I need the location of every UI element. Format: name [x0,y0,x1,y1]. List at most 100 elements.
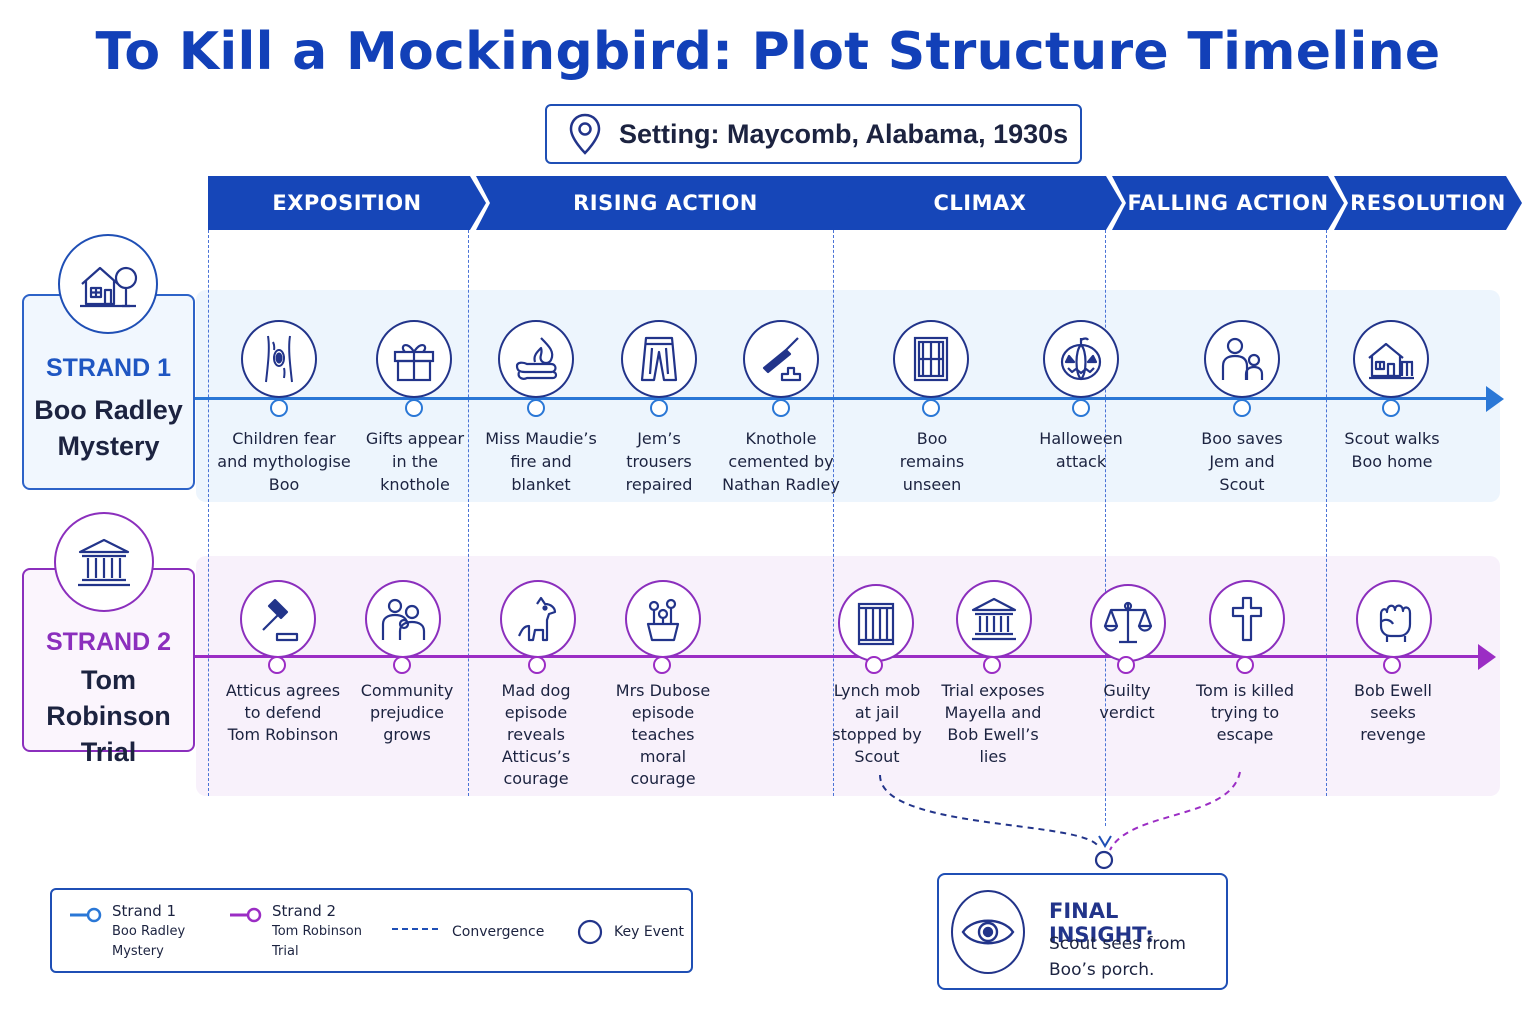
final-insight-text: Scout sees from Boo’s porch. [1049,934,1186,980]
fist-icon [1356,580,1432,658]
legend: Strand 1 Boo Radley Mystery Strand 2 Tom… [50,888,693,973]
page-title: To Kill a Mockingbird: Plot Structure Ti… [95,22,1441,82]
key-event-node [528,656,546,674]
key-event-node [405,399,423,417]
trowel-icon [743,320,819,398]
tree-knothole-icon [241,320,317,398]
phase-label: RISING ACTION [573,191,758,215]
key-event-node [270,399,288,417]
event-label: Tom is killed trying to escape [1196,681,1294,744]
event-label: Lynch mob at jail stopped by Scout [832,681,922,766]
phase-divider [1105,230,1106,826]
phase-exposition: EXPOSITION [208,176,486,230]
event-label: Trial exposes Mayella and Bob Ewell’s li… [941,681,1045,766]
pumpkin-icon [1043,320,1119,398]
strand-number: STRAND 1 [45,354,171,382]
strand-2-axis [195,655,1485,658]
phase-divider [1326,230,1327,796]
key-event-node [393,656,411,674]
gavel-icon [240,580,316,658]
dog-icon [500,580,576,658]
event-label: Boo remains unseen [899,429,965,494]
courthouse-icon [54,512,154,612]
event-label: Atticus agrees to defend Tom Robinson [225,681,341,744]
strand-name: Tom Robinson Trial [46,665,171,767]
phase-label: EXPOSITION [272,191,422,215]
convergence-legend-icon [392,928,442,930]
adult-child-icon [1204,320,1280,398]
legend-convergence: Convergence [452,924,545,940]
event-label: Jem’s trousers repaired [625,429,693,494]
strand-1-arrowhead [1486,386,1504,412]
event-label: Boo saves Jem and Scout [1201,429,1283,494]
strand-1-legend-line-icon [70,907,102,923]
legend-strand-2-title: Strand 2 [272,902,337,920]
strand-name: Boo Radley Mystery [34,395,183,461]
cross-icon [1209,580,1285,658]
trousers-icon [621,320,697,398]
legend-strand-1-sub: Boo Radley Mystery [112,924,186,959]
key-event-node [772,399,790,417]
event-label: Knothole cemented by Nathan Radley [722,429,840,494]
convergence-arrowhead [1098,835,1112,848]
scales-icon [1090,584,1166,662]
convergence-node [1094,850,1114,870]
event-label: Mrs Dubose episode teaches moral courage [615,681,711,788]
phase-rising-action: RISING ACTION [476,176,855,230]
phase-label: CLIMAX [933,191,1027,215]
jail-icon [838,584,914,662]
event-label: Gifts appear in the knothole [365,429,465,494]
key-event-node [1382,399,1400,417]
setting-box: Setting: Maycomb, Alabama, 1930s [545,104,1082,164]
strand-number: STRAND 2 [45,628,171,656]
event-label: Halloween attack [1039,429,1123,471]
legend-strand-1-title: Strand 1 [112,902,177,920]
house-porch-icon [1353,320,1429,398]
key-event-node [1233,399,1251,417]
phase-resolution: RESOLUTION [1334,176,1522,230]
event-label: Mad dog episode reveals Atticus’s courag… [501,681,571,788]
key-event-node [527,399,545,417]
flower-pot-icon [625,580,701,658]
map-pin-icon [569,113,601,155]
key-event-node [1117,656,1135,674]
strand-1-axis [195,397,1495,400]
phase-divider [468,230,469,796]
legend-key-event: Key Event [614,924,684,940]
key-event-node [1383,656,1401,674]
group-icon [365,580,441,658]
key-event-node [268,656,286,674]
event-label: Guilty verdict [1099,681,1155,722]
key-event-node [653,656,671,674]
phase-divider [833,230,834,796]
courthouse-icon [956,580,1032,658]
key-event-node [650,399,668,417]
final-insight-box: FINAL INSIGHT: Scout sees from Boo’s por… [937,873,1228,990]
phase-divider [208,230,209,796]
key-event-node [983,656,1001,674]
key-event-node [1236,656,1254,674]
phase-climax: CLIMAX [838,176,1122,230]
event-label: Community prejudice grows [360,681,454,744]
gift-icon [376,320,452,398]
key-event-node [922,399,940,417]
window-icon [893,320,969,398]
final-insight-title: FINAL INSIGHT: [1049,899,1154,947]
key-event-legend-icon [577,919,603,945]
house-tree-icon [58,234,158,334]
eye-icon [951,890,1025,974]
event-label: Scout walks Boo home [1344,429,1440,471]
phase-label: FALLING ACTION [1127,191,1329,215]
event-label: Miss Maudie’s fire and blanket [485,429,597,494]
event-label: Children fear and mythologise Boo [217,429,351,494]
key-event-node [865,656,883,674]
strand-2-legend-line-icon [230,907,262,923]
key-event-node [1072,399,1090,417]
phase-label: RESOLUTION [1350,191,1506,215]
fire-blanket-icon [498,320,574,398]
setting-text: Setting: Maycomb, Alabama, 1930s [619,118,1069,149]
phase-falling-action: FALLING ACTION [1112,176,1344,230]
legend-strand-2-sub: Tom Robinson Trial [272,924,362,959]
event-label: Bob Ewell seeks revenge [1354,681,1432,744]
strand-2-arrowhead [1478,644,1496,670]
